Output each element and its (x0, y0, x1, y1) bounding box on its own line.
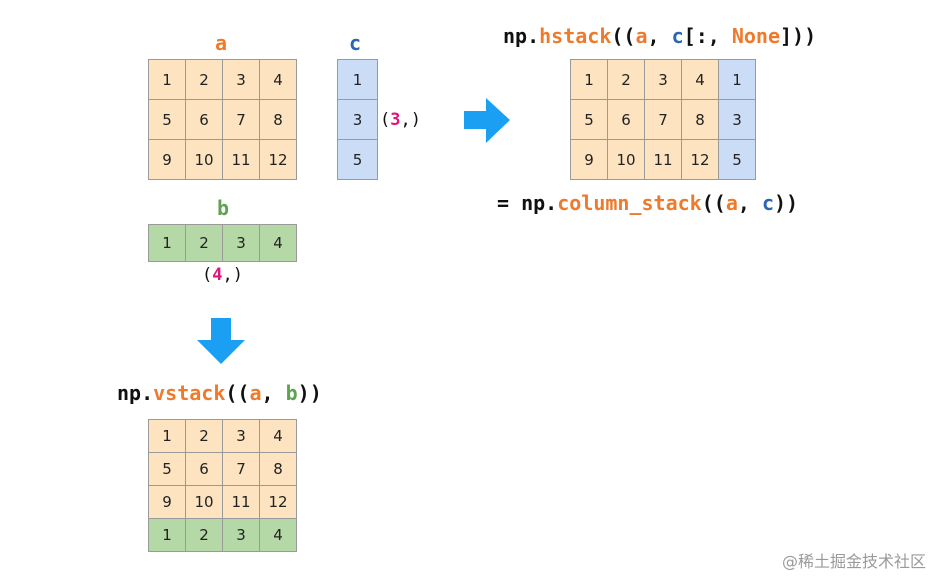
matrix-cell: 7 (223, 453, 260, 486)
matrix-cell: 8 (260, 453, 297, 486)
matrix-cell: 1 (338, 60, 378, 100)
label-a: a (215, 31, 228, 55)
matrix-cell: 1 (719, 60, 756, 100)
matrix-cell: 3 (223, 519, 260, 552)
matrix-cell: 11 (223, 140, 260, 180)
matrix-cell: 2 (608, 60, 645, 100)
matrix-cell: 9 (149, 486, 186, 519)
matrix-cell: 6 (186, 453, 223, 486)
matrix-cell: 4 (260, 225, 297, 262)
matrix-cell: 12 (682, 140, 719, 180)
matrix-cell: 12 (260, 486, 297, 519)
matrix-cell: 8 (682, 100, 719, 140)
matrix-cell: 9 (149, 140, 186, 180)
label-b: b (217, 196, 230, 220)
matrix-cell: 6 (608, 100, 645, 140)
matrix-cell: 4 (260, 519, 297, 552)
matrix-cell: 2 (186, 420, 223, 453)
matrix-cell: 5 (571, 100, 608, 140)
matrix-cell: 3 (223, 225, 260, 262)
matrix-cell: 2 (186, 225, 223, 262)
matrix-cell: 4 (682, 60, 719, 100)
matrix-cell: 3 (338, 100, 378, 140)
matrix-cell: 9 (571, 140, 608, 180)
vstack-expression: np.vstack((a, b)) (117, 381, 322, 405)
matrix-cell: 1 (571, 60, 608, 100)
matrix-cell: 11 (223, 486, 260, 519)
matrix-cell: 1 (149, 519, 186, 552)
matrix-cell: 5 (719, 140, 756, 180)
matrix-cell: 6 (186, 100, 223, 140)
matrix-cell: 5 (149, 100, 186, 140)
matrix-cell: 12 (260, 140, 297, 180)
matrix-cell: 3 (223, 420, 260, 453)
matrix-cell: 5 (149, 453, 186, 486)
label-c: c (349, 31, 362, 55)
matrix-cell: 8 (260, 100, 297, 140)
matrix-cell: 3 (719, 100, 756, 140)
matrix-cell: 1 (149, 60, 186, 100)
matrix-cell: 1 (149, 420, 186, 453)
matrix-cell: 11 (645, 140, 682, 180)
matrix-cell: 7 (645, 100, 682, 140)
matrix-cell: 10 (608, 140, 645, 180)
matrix-cell: 1 (149, 225, 186, 262)
shape-c: (3,) (380, 110, 421, 130)
matrix-cell: 3 (223, 60, 260, 100)
shape-b: (4,) (202, 265, 243, 285)
watermark: @稀土掘金技术社区 (781, 552, 926, 571)
matrix-cell: 4 (260, 420, 297, 453)
matrix-cell: 5 (338, 140, 378, 180)
arrow-down-icon (197, 318, 245, 364)
matrix-cell: 2 (186, 60, 223, 100)
column-stack-expression: = np.column_stack((a, c)) (497, 191, 799, 215)
matrix-cell: 4 (260, 60, 297, 100)
matrix-cell: 10 (186, 486, 223, 519)
matrix-cell: 7 (223, 100, 260, 140)
matrix-cell: 2 (186, 519, 223, 552)
arrow-right-icon (464, 98, 510, 143)
matrix-cell: 10 (186, 140, 223, 180)
matrix-cell: 3 (645, 60, 682, 100)
hstack-expression: np.hstack((a, c[:, None])) (503, 24, 817, 48)
